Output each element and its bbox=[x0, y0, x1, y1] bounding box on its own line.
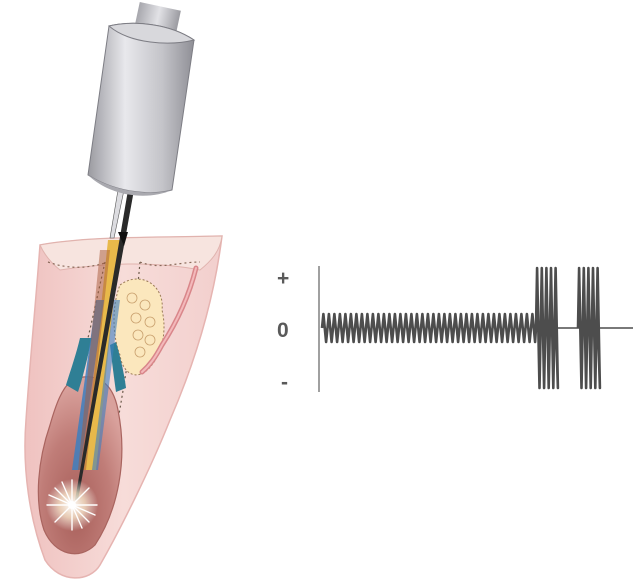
needle-holder bbox=[88, 2, 194, 196]
zero-axis-label: 0 bbox=[277, 320, 289, 341]
negative-axis-label: - bbox=[281, 372, 288, 393]
dermal-papilla-spark bbox=[46, 479, 98, 531]
hair-follicle-illustration bbox=[25, 2, 222, 578]
waveform-graph bbox=[319, 266, 633, 392]
holder-body bbox=[88, 23, 194, 192]
positive-axis-label: + bbox=[277, 268, 289, 289]
